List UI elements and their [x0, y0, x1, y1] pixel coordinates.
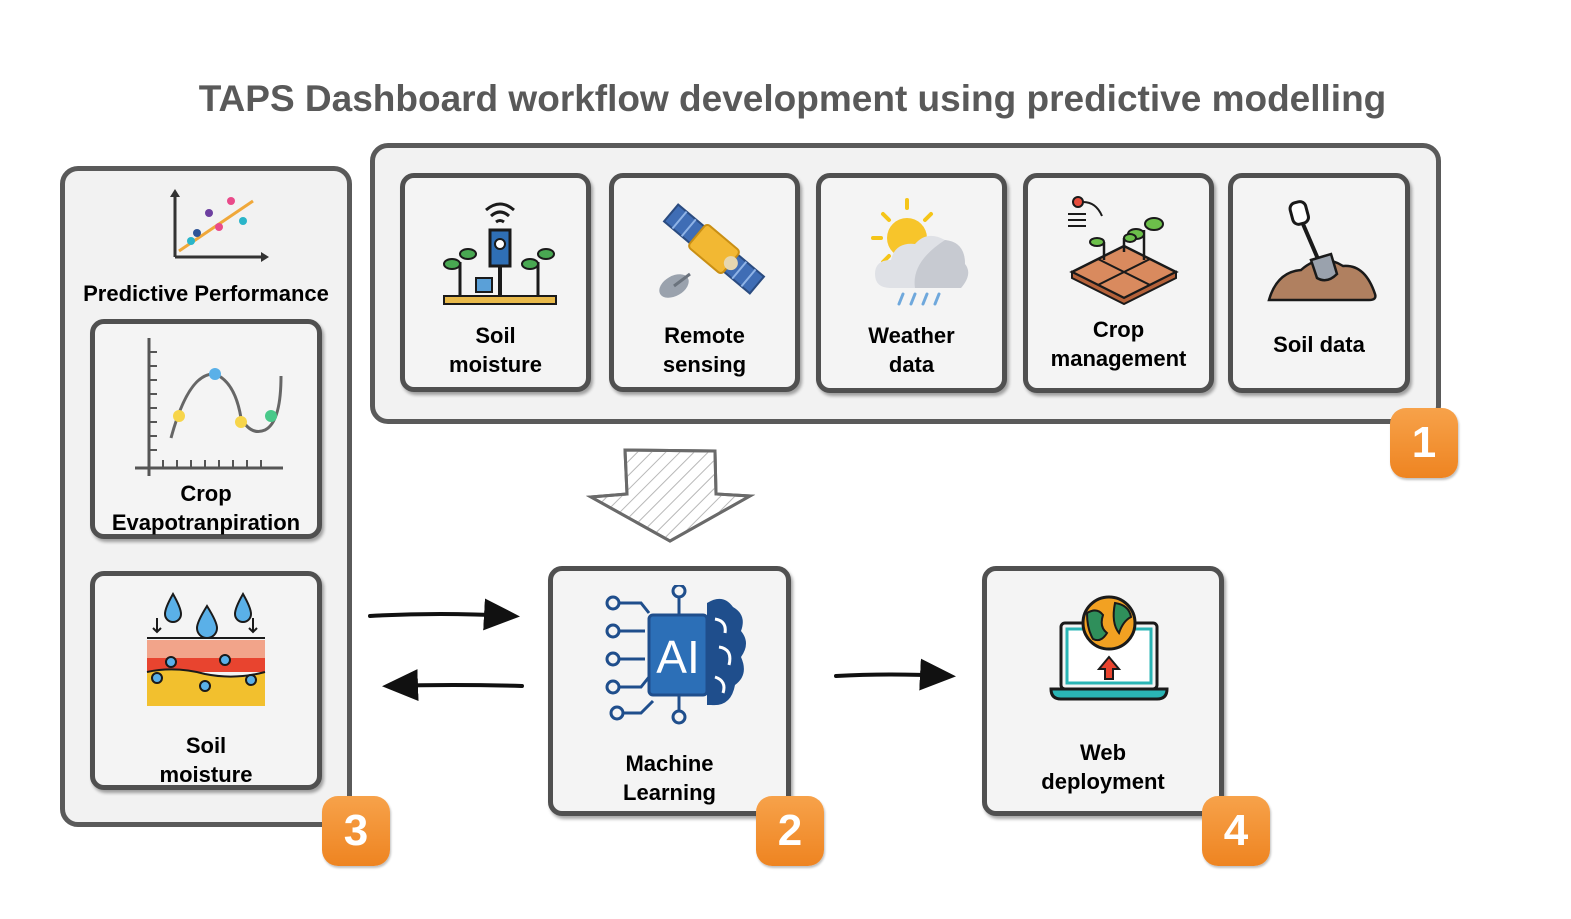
step-badge-2: 2 [756, 796, 824, 866]
arrow-to-ml [368, 598, 520, 631]
crop-field-icon [1068, 196, 1179, 305]
line-graph-icon [135, 338, 283, 476]
satellite-icon [659, 203, 766, 298]
shovel-soil-icon [1267, 200, 1377, 302]
arrow-from-ml [382, 669, 524, 702]
soil-moisture-sensor-icon [443, 202, 557, 305]
ai-brain-icon: AI [605, 585, 746, 725]
step-badge-4: 4 [1202, 796, 1270, 866]
step-badge-1: 1 [1390, 408, 1458, 478]
step-badge-3: 3 [322, 796, 390, 866]
ai-text: AI [656, 631, 699, 683]
weather-cloud-icon [871, 198, 969, 306]
card-label: Soil data [1273, 332, 1365, 357]
arrow-to-web [834, 658, 956, 691]
laptop-globe-icon [1049, 595, 1169, 701]
performance-heading: Predictive Performance [83, 281, 329, 306]
soil-layers-water-icon [146, 591, 266, 706]
scatter-plot-icon [170, 189, 269, 262]
page-title: TAPS Dashboard workflow development usin… [198, 78, 1387, 119]
card-soil-data: Soil data [1228, 173, 1410, 393]
